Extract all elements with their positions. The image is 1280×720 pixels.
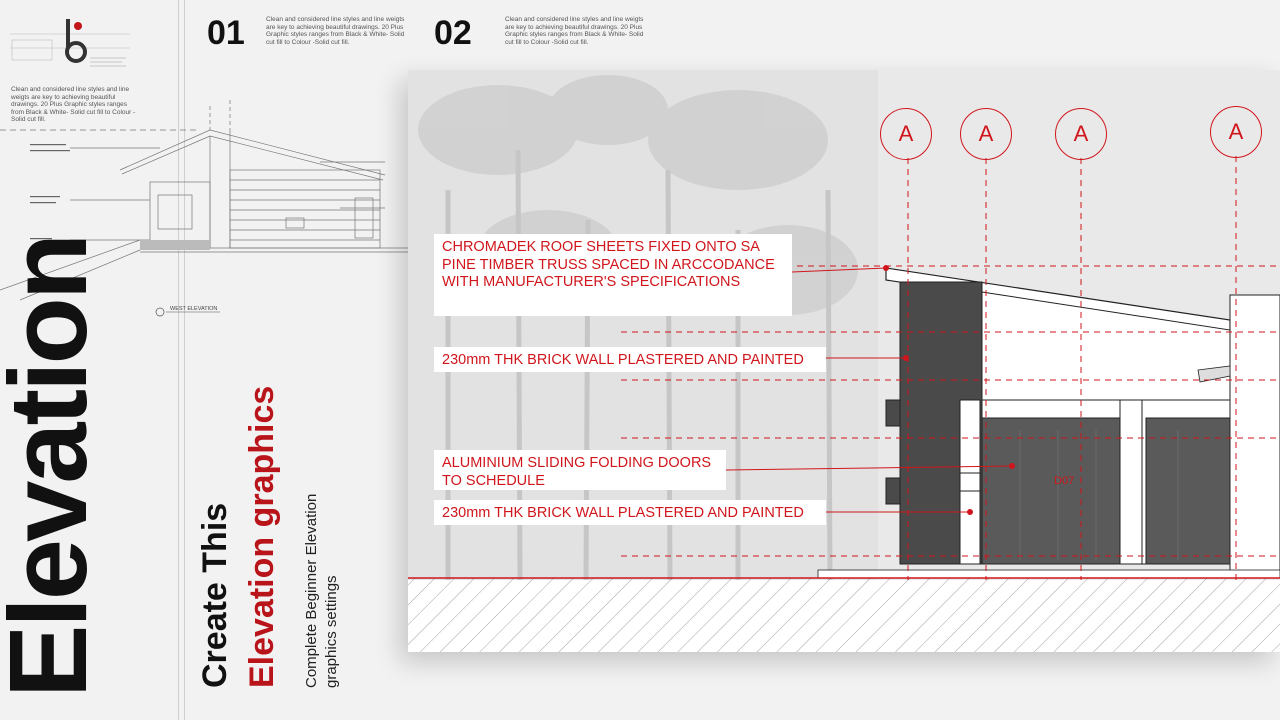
step-number-2: 02 [434, 14, 472, 52]
grid-bubble: A [880, 108, 932, 160]
subtitle-line-2: graphics settings [323, 575, 340, 688]
guide-line [178, 0, 179, 720]
annotation-brick-wall-1: 230mm THK BRICK WALL PLASTERED AND PAINT… [434, 347, 826, 372]
grid-bubble: A [1055, 108, 1107, 160]
guide-line [184, 0, 185, 720]
door-tag: D07 [1054, 475, 1074, 487]
annotation-doors: ALUMINIUM SLIDING FOLDING DOORS TO SCHED… [434, 450, 726, 490]
elevation-drawing: D07 [408, 70, 1280, 652]
elevation-panel: D07 A A A A CHROMADEK ROOF [408, 70, 1280, 652]
grid-bubble: A [1210, 106, 1262, 158]
annotation-roof: CHROMADEK ROOF SHEETS FIXED ONTO SA PINE… [434, 234, 792, 316]
step-2-description: Clean and considered line styles and lin… [505, 16, 644, 46]
annotation-brick-wall-2: 230mm THK BRICK WALL PLASTERED AND PAINT… [434, 500, 826, 525]
intro-description: Clean and considered line styles and lin… [11, 86, 136, 123]
grid-bubble: A [960, 108, 1012, 160]
page-title: Elevation [0, 235, 110, 698]
step-number-1: 01 [207, 14, 245, 52]
logo-mark-icon [10, 14, 130, 72]
elevation-sketch: WEST ELEVATION [0, 100, 408, 340]
sketch-caption: WEST ELEVATION [170, 306, 217, 312]
subtitle-line-1: Complete Beginner Elevation [303, 493, 320, 688]
headline-create: Create This [196, 502, 234, 688]
headline-highlight: Elevation graphics [243, 385, 281, 688]
step-1-description: Clean and considered line styles and lin… [266, 16, 405, 46]
